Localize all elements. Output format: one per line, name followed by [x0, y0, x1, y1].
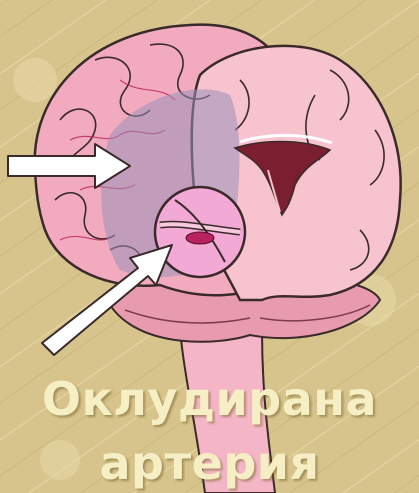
- occlusion-magnifier-icon: [155, 187, 245, 277]
- brainstem: [180, 330, 275, 493]
